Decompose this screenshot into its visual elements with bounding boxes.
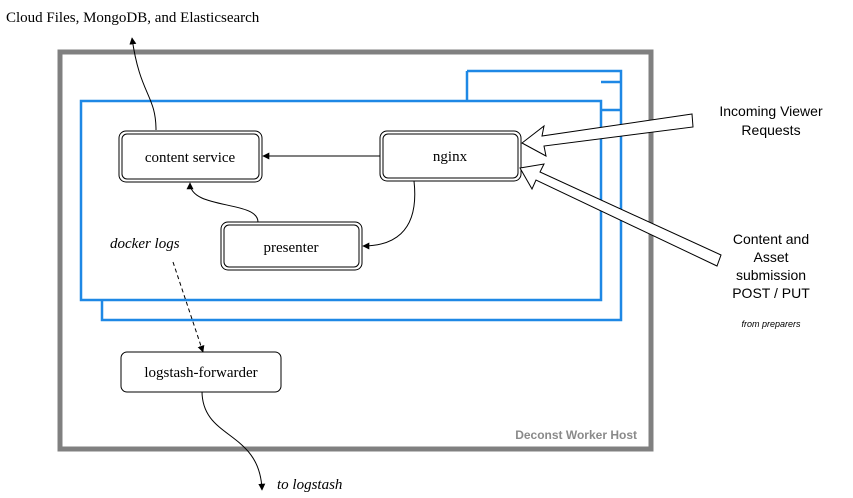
arrow-nginx-to-presenter [362, 180, 416, 250]
node-content-service: content service [118, 130, 263, 183]
from-preparers-label: from preparers [741, 319, 801, 329]
node-nginx: nginx [379, 130, 522, 182]
node-logstash-forwarder: logstash-forwarder [120, 351, 282, 393]
presenter-label: presenter [264, 240, 319, 256]
submission-label-line-1: Content and [733, 231, 809, 247]
nginx-label: nginx [433, 149, 468, 165]
submission-label-line-2: Asset [753, 249, 788, 265]
submission-label: Content and Asset submission POST / PUT [732, 231, 810, 301]
incoming-label-line-2: Requests [741, 122, 800, 138]
worker-host-label: Deconst Worker Host [515, 428, 637, 442]
worker-host-box [57, 49, 654, 452]
submission-label-line-4: POST / PUT [732, 285, 810, 301]
submission-label-line-3: submission [736, 267, 806, 283]
arrow-content-to-cloud [129, 37, 157, 131]
to-logstash-label: to logstash [277, 477, 342, 493]
cloud-services-label: Cloud Files, MongoDB, and Elasticsearch [6, 10, 260, 26]
arrow-presenter-to-content [186, 182, 259, 223]
node-presenter: presenter [220, 221, 363, 271]
incoming-label-line-1: Incoming Viewer [719, 103, 823, 119]
arrow-to-logstash [201, 390, 266, 491]
arrow-docker-logs [172, 261, 205, 353]
submission-arrow [519, 163, 722, 267]
incoming-label: Incoming Viewer Requests [719, 103, 823, 138]
docker-logs-label: docker logs [110, 236, 180, 252]
container-stack [79, 69, 623, 322]
logstash-forwarder-label: logstash-forwarder [144, 365, 257, 381]
incoming-requests-arrow [521, 113, 694, 157]
content-service-label: content service [145, 150, 236, 166]
